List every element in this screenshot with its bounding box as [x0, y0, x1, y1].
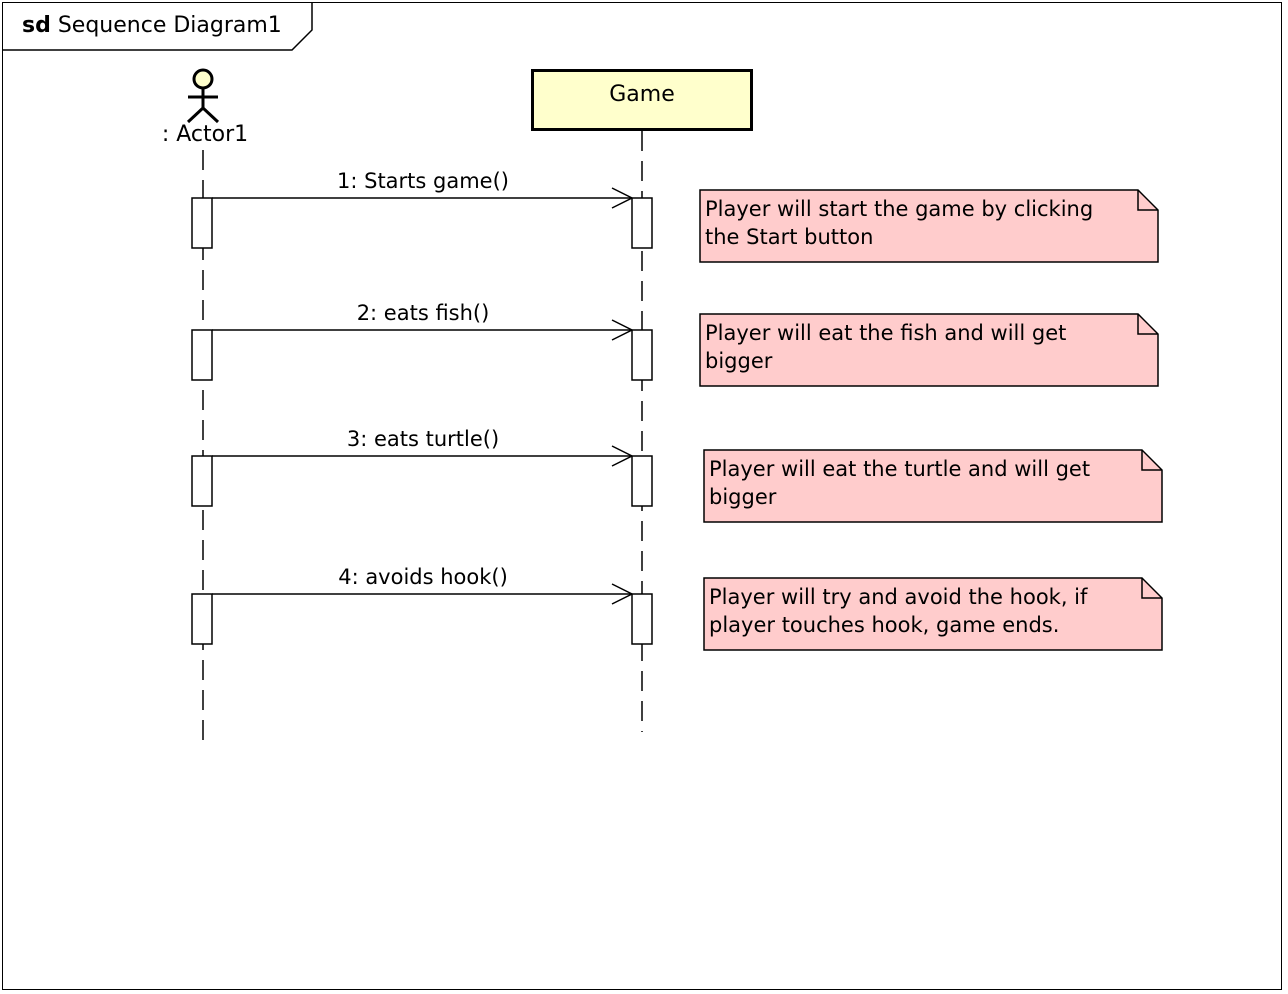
frame-tab-outline: [2, 2, 313, 51]
game-activation-4: [631, 593, 653, 645]
arrowhead-1: [611, 187, 634, 209]
actor-activation-2: [191, 329, 213, 381]
note-2-line-1: Player will eat the fish and will get: [705, 321, 1067, 345]
note-4-line-2: player touches hook, game ends.: [709, 613, 1060, 637]
frame-title: sd Sequence Diagram1: [22, 13, 282, 38]
game-lifeline-head[interactable]: Game: [531, 69, 753, 131]
note-4: [703, 577, 1163, 651]
frame-name: Sequence Diagram1: [57, 13, 282, 38]
note-1: [699, 189, 1159, 263]
note-4-text: Player will try and avoid the hook, if p…: [709, 583, 1087, 639]
note-3-text: Player will eat the turtle and will get …: [709, 455, 1090, 511]
note-1-line-1: Player will start the game by clicking: [705, 197, 1094, 221]
frame-keyword: sd: [22, 13, 51, 38]
game-activation-2: [631, 329, 653, 381]
arrowhead-4: [611, 583, 634, 605]
note-3: [703, 449, 1163, 523]
note-4-fold: [1141, 578, 1162, 599]
note-1-line-2: the Start button: [705, 225, 874, 249]
note-4-line-1: Player will try and avoid the hook, if: [709, 585, 1088, 609]
message-label-2: 2: eats fish(): [356, 301, 490, 325]
note-1-fold: [1137, 190, 1158, 211]
actor-icon: [186, 68, 220, 124]
arrowhead-2: [611, 319, 634, 341]
message-label-1: 1: Starts game(): [337, 169, 509, 193]
note-3-fold: [1141, 450, 1162, 471]
note-1-text: Player will start the game by clicking t…: [705, 195, 1093, 251]
arrowhead-3: [611, 445, 634, 467]
game-lifeline-name: Game: [609, 82, 675, 107]
actor-activation-3: [191, 455, 213, 507]
note-2: [699, 313, 1159, 387]
actor-label: : Actor1: [161, 122, 249, 147]
message-label-4: 4: avoids hook(): [338, 565, 508, 589]
actor-activation-1: [191, 197, 213, 249]
note-2-text: Player will eat the fish and will get bi…: [705, 319, 1066, 375]
note-2-fold: [1137, 314, 1158, 335]
actor-activation-4: [191, 593, 213, 645]
game-activation-1: [631, 197, 653, 249]
note-2-line-2: bigger: [705, 349, 773, 373]
message-label-3: 3: eats turtle(): [346, 427, 500, 451]
note-3-line-2: bigger: [709, 485, 777, 509]
game-activation-3: [631, 455, 653, 507]
note-3-line-1: Player will eat the turtle and will get: [709, 457, 1091, 481]
